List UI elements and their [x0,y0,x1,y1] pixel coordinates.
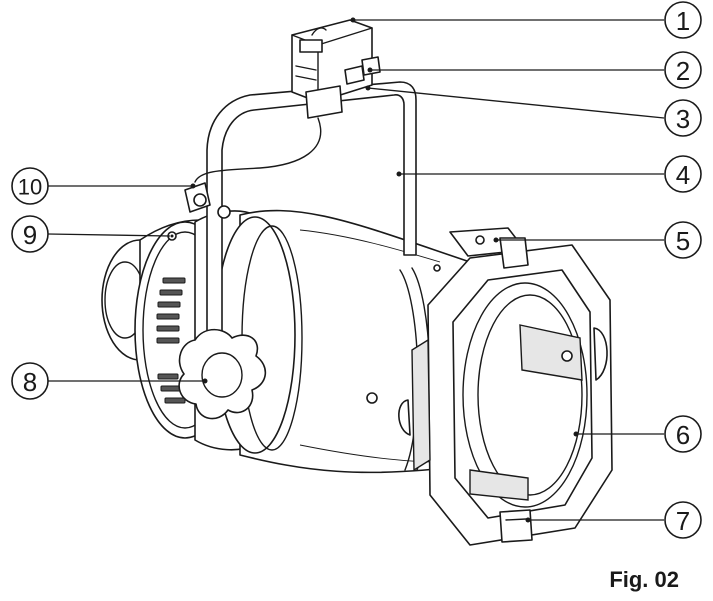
leader-lines [47,17,665,523]
callout-4: 4 [664,155,702,193]
callout-4-number: 4 [676,160,690,190]
front-frame [398,244,613,546]
leader-line-3 [367,87,665,119]
callout-5-number: 5 [676,226,690,256]
callout-1-number: 1 [676,6,690,36]
top-clip [449,227,529,269]
callout-3-number: 3 [676,104,690,134]
callout-8: 8 [11,362,49,400]
callout-2-number: 2 [676,56,690,86]
callout-10-number: 10 [18,175,42,200]
yoke-bracket [206,81,417,356]
callout-6: 6 [664,415,702,453]
callout-10: 10 [11,167,49,205]
callout-7-number: 7 [676,506,690,536]
leader-line-9 [47,233,171,237]
callout-9-number: 9 [23,220,37,250]
callout-5: 5 [664,221,702,259]
locking-knob [178,328,267,420]
callout-7: 7 [664,501,702,539]
callout-9: 9 [11,215,49,253]
callout-8-number: 8 [23,367,37,397]
bottom-clip [499,509,533,543]
vent-slots [156,277,186,404]
power-cable [184,117,322,213]
callout-1: 1 [664,1,702,39]
track-adapter [291,19,381,119]
callout-6-number: 6 [676,420,690,450]
callout-3: 3 [664,99,702,137]
callout-2: 2 [664,51,702,89]
figure-caption: Fig. 02 [609,567,679,592]
